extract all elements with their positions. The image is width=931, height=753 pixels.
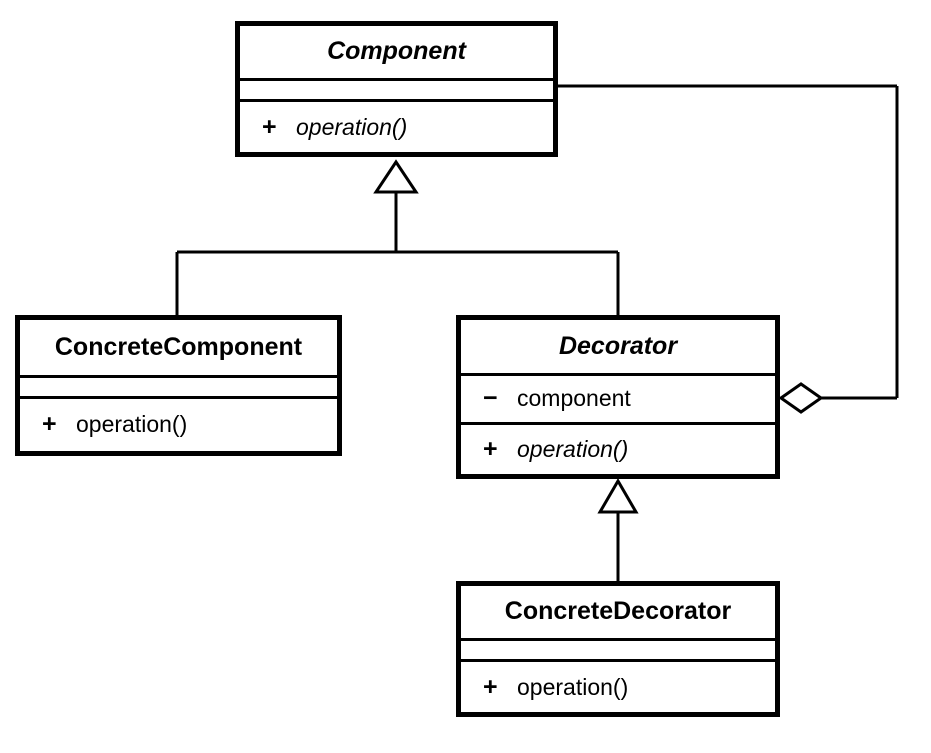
attribute-row: − component xyxy=(461,384,775,413)
operation-row: + operation() xyxy=(461,435,775,464)
operations-compartment-component: + operation() xyxy=(240,99,553,152)
operations-compartment-decorator: + operation() xyxy=(461,421,775,474)
operations-compartment-concretedecorator: + operation() xyxy=(461,659,775,712)
generalization-tree-component xyxy=(175,159,620,317)
generalization-concretedecorator-decorator xyxy=(597,478,639,583)
class-box-component[interactable]: Component + operation() xyxy=(235,21,558,157)
class-box-concretecomponent[interactable]: ConcreteComponent + operation() xyxy=(15,315,342,456)
operations-compartment-concretecomponent: + operation() xyxy=(20,396,337,450)
generalization-arrowhead-icon xyxy=(373,159,419,194)
attributes-compartment-component xyxy=(240,77,553,100)
operation-label: operation() xyxy=(296,113,408,140)
visibility-marker: + xyxy=(262,112,277,141)
class-box-concretedecorator[interactable]: ConcreteDecorator + operation() xyxy=(456,581,780,717)
class-name-concretecomponent: ConcreteComponent xyxy=(20,320,337,375)
class-name-concretedecorator: ConcreteDecorator xyxy=(461,586,775,638)
attribute-label: component xyxy=(517,385,631,412)
attributes-compartment-concretecomponent xyxy=(20,375,337,396)
operation-label: operation() xyxy=(517,435,629,462)
visibility-marker: + xyxy=(42,410,57,438)
attributes-compartment-decorator: − component xyxy=(461,372,775,422)
operation-row: + operation() xyxy=(20,410,337,439)
generalization-arrowhead-icon xyxy=(597,478,639,514)
operation-row: + operation() xyxy=(240,113,553,142)
visibility-marker: + xyxy=(483,434,498,463)
empty-attributes xyxy=(20,378,337,396)
operation-label: operation() xyxy=(76,411,188,437)
class-box-decorator[interactable]: Decorator − component + operation() xyxy=(456,315,780,479)
visibility-marker: + xyxy=(483,672,498,701)
visibility-marker: − xyxy=(483,384,498,413)
operation-label: operation() xyxy=(517,673,629,700)
operation-row: + operation() xyxy=(461,673,775,702)
attributes-compartment-concretedecorator xyxy=(461,637,775,660)
empty-attributes xyxy=(240,81,553,100)
class-name-component: Component xyxy=(240,26,553,78)
aggregation-diamond-icon xyxy=(778,382,824,414)
class-name-decorator: Decorator xyxy=(461,320,775,373)
empty-attributes xyxy=(461,641,775,660)
